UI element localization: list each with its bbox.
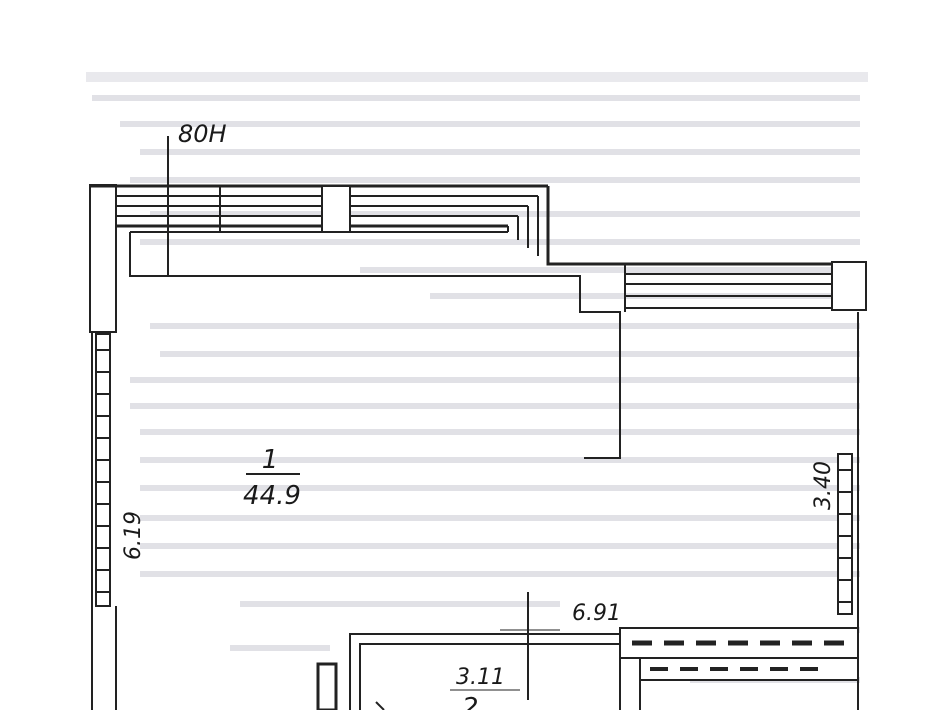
right-wall-dimension: 3.40: [811, 461, 836, 510]
door-label: 80H: [178, 120, 227, 148]
lower-partition: 6.91 3.11 2: [316, 592, 859, 710]
lower-inner-dimension: 3.11: [456, 665, 505, 690]
right-wall: 3.40: [811, 312, 859, 710]
bleed-through-text: [86, 72, 868, 683]
room-label: 1 44.9: [243, 445, 301, 511]
left-wall: 6.19: [91, 332, 146, 710]
left-wall-dimension: 6.19: [121, 511, 146, 560]
room-number: 1: [262, 445, 279, 475]
top-wall: [89, 184, 867, 459]
lower-room-number: 2: [462, 693, 479, 710]
lower-width-dimension: 6.91: [572, 601, 621, 626]
door-marker: 80H: [140, 120, 227, 276]
room-area: 44.9: [243, 481, 301, 511]
